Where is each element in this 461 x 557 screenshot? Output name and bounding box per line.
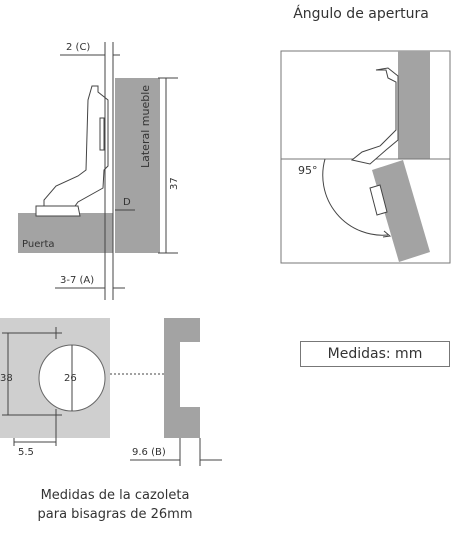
opening-angle-view: 95° xyxy=(280,50,451,264)
open-door-panel xyxy=(372,160,430,262)
hinge-cup-open xyxy=(369,184,388,216)
hinge-arm-open xyxy=(350,67,399,165)
hinge-cup xyxy=(35,205,81,217)
angle-arrow xyxy=(382,230,392,238)
caption: Medidas de la cazoleta para bisagras de … xyxy=(0,486,230,524)
cabinet-side-panel xyxy=(115,78,160,253)
dim-d-label: D xyxy=(123,197,131,208)
caption-line-2: para bisagras de 26mm xyxy=(37,507,193,522)
hinge-arm xyxy=(43,85,109,211)
angle-arc xyxy=(322,158,389,236)
units-label: Medidas: mm xyxy=(300,341,450,367)
lateral-label: Lateral mueble xyxy=(139,85,152,168)
dim-c-label: 2 (C) xyxy=(66,42,90,53)
dim-55-label: 5.5 xyxy=(18,447,34,458)
dim-26-label: 26 xyxy=(64,373,77,384)
drilling-view: 26 38 5.5 9.6 (B) xyxy=(0,318,222,466)
opening-angle-frame xyxy=(280,50,451,264)
side-view: 2 (C) Lateral mueble 37 D Puerta 3-7 (A) xyxy=(18,42,180,300)
door-label: Puerta xyxy=(22,239,55,250)
hinge-screw-slot xyxy=(99,117,105,151)
dim-37-label: 37 xyxy=(169,177,180,190)
caption-line-1: Medidas de la cazoleta xyxy=(40,488,190,503)
dim-b-label: 9.6 (B) xyxy=(132,447,166,458)
dim-a-label: 3-7 (A) xyxy=(60,275,94,286)
opening-angle-title: Ángulo de apertura xyxy=(293,6,429,22)
dim-38-label: 38 xyxy=(0,373,13,384)
door-profile-cup-cut xyxy=(180,342,200,407)
cabinet-panel xyxy=(398,51,430,159)
angle-label: 95° xyxy=(298,164,318,177)
door-panel xyxy=(18,213,113,253)
